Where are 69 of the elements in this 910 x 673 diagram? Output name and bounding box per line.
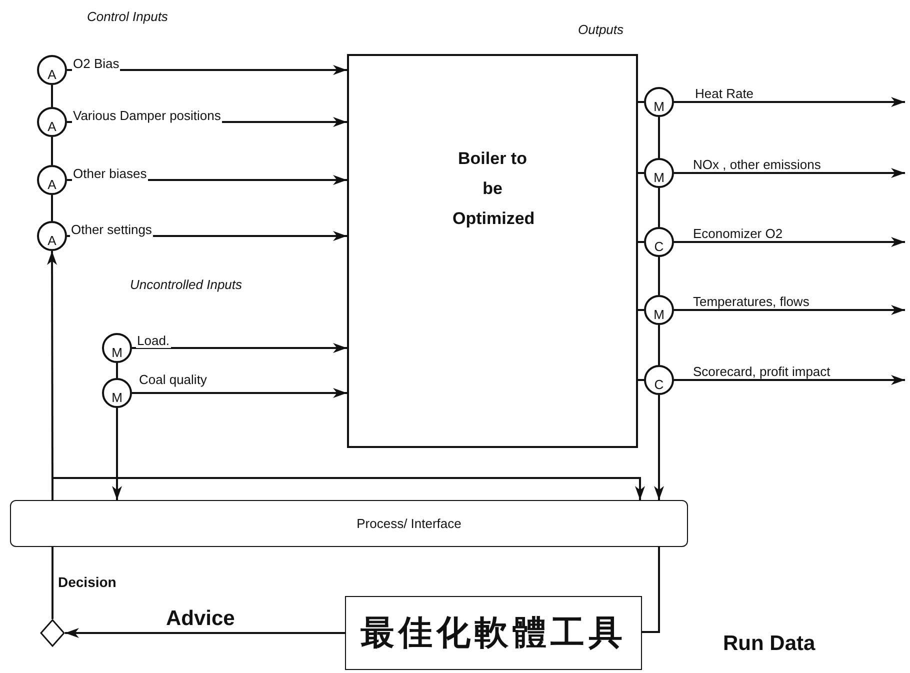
connector-line — [51, 85, 53, 107]
connector-line — [51, 137, 53, 165]
arrow — [674, 168, 905, 178]
instrument-circle — [644, 87, 674, 117]
edge-label: Other settings — [70, 222, 153, 237]
decision-diamond — [40, 619, 65, 647]
instrument-letter: M — [112, 391, 122, 404]
connector-line — [658, 325, 660, 365]
instrument-letter: C — [654, 378, 664, 391]
connector-line — [658, 188, 660, 227]
connector-line — [52, 547, 54, 619]
connector-line — [638, 241, 644, 243]
instrument-letter: A — [48, 68, 56, 81]
edge-label: Load. — [136, 333, 171, 348]
connector-line — [116, 363, 118, 378]
instrument-circle — [644, 295, 674, 325]
node-label: Process/ Interface — [356, 516, 462, 531]
instrument-circle — [37, 55, 67, 85]
connector-line — [638, 101, 644, 103]
group-heading: Uncontrolled Inputs — [130, 277, 242, 292]
node-caption: Decision — [58, 574, 116, 590]
edge-label: Economizer O2 — [692, 226, 784, 241]
instrument-letter: M — [654, 100, 664, 113]
group-heading: Outputs — [578, 22, 624, 37]
edge-label: Temperatures, flows — [692, 294, 810, 309]
instrument-letter: M — [654, 171, 664, 184]
arrow — [52, 477, 645, 500]
instrument-circle — [102, 378, 132, 408]
instrument-circle — [644, 365, 674, 395]
edge-label: O2 Bias — [72, 56, 120, 71]
edge-label: Scorecard, profit impact — [692, 364, 832, 379]
connector-line — [658, 117, 660, 158]
instrument-circle — [644, 227, 674, 257]
arrow — [674, 375, 905, 385]
instrument-letter: M — [654, 308, 664, 321]
edge-label: Coal quality — [138, 372, 208, 387]
instrument-letter: A — [48, 234, 56, 247]
edge-label: NOx , other emissions — [692, 157, 822, 172]
instrument-letter: A — [48, 120, 56, 133]
arrow — [654, 395, 664, 500]
edge-label: Various Damper positions — [72, 108, 222, 123]
software-tool-box — [345, 596, 642, 670]
instrument-letter: A — [48, 178, 56, 191]
connector-line — [638, 309, 644, 311]
arrow — [132, 343, 347, 353]
instrument-circle — [37, 107, 67, 137]
node-label: Boiler to be Optimized — [452, 148, 532, 230]
arrow — [674, 305, 905, 315]
instrument-circle — [102, 333, 132, 363]
node-label: 最佳化軟體工具 — [360, 612, 626, 655]
group-heading: Control Inputs — [87, 9, 168, 24]
connector-line — [638, 172, 644, 174]
connector-line — [658, 257, 660, 295]
boiler-box — [347, 54, 638, 448]
instrument-circle — [37, 221, 67, 251]
process-interface-band — [10, 500, 688, 547]
arrow — [112, 408, 122, 500]
connector-line — [638, 379, 644, 381]
arrow — [132, 388, 347, 398]
instrument-circle — [644, 158, 674, 188]
arrow — [674, 97, 905, 107]
arrow — [65, 628, 345, 638]
instrument-letter: C — [654, 240, 664, 253]
connector-line — [51, 195, 53, 221]
arrow — [674, 237, 905, 247]
instrument-letter: M — [112, 346, 122, 359]
instrument-circle — [37, 165, 67, 195]
edge-label: Other biases — [72, 166, 148, 181]
edge-label: Heat Rate — [694, 86, 755, 101]
